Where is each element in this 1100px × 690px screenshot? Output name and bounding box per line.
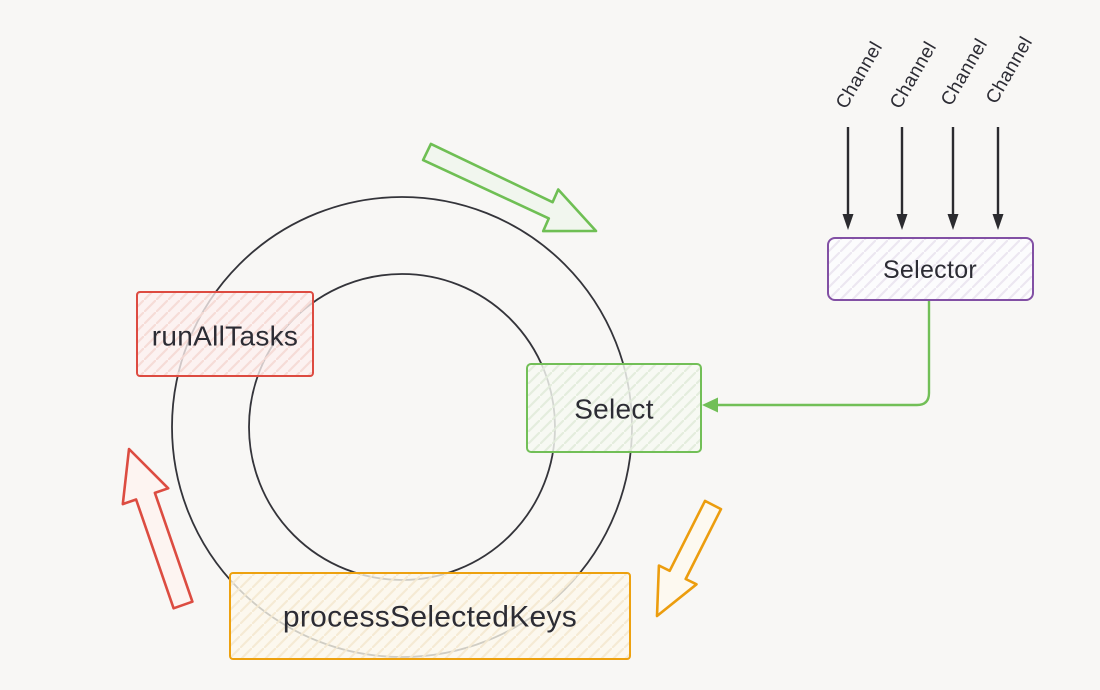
process-selected-keys-label: processSelectedKeys (283, 601, 577, 634)
arrow-left-icon (702, 397, 718, 413)
arrow-down-icon (992, 214, 1004, 230)
node-run-all-tasks (136, 291, 314, 377)
cycle-arrow-bottom-right-icon (655, 499, 723, 618)
cycle-arrows (121, 142, 723, 618)
arrow-down-icon (896, 214, 908, 230)
selector-label: Selector (883, 256, 977, 284)
arrow-down-icon (842, 214, 854, 230)
channel-arrow (992, 127, 1004, 230)
node-select (526, 363, 702, 453)
cycle-arrow-top-icon (421, 142, 598, 233)
run-all-tasks-label: runAllTasks (152, 321, 298, 352)
node-process-selected-keys (229, 572, 631, 660)
channel-arrow (947, 127, 959, 230)
arrow-down-icon (947, 214, 959, 230)
cycle-arrow-left-icon (121, 447, 194, 610)
channel-arrow (842, 127, 854, 230)
select-label: Select (574, 394, 654, 425)
node-selector (827, 237, 1034, 301)
channel-arrow (896, 127, 908, 230)
edge-selector-to-select (702, 301, 931, 413)
